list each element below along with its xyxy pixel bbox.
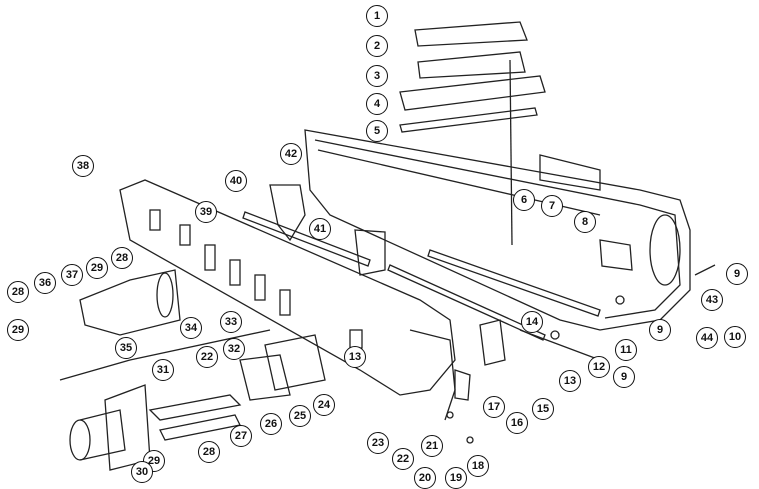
callout-22[interactable]: 22 bbox=[196, 346, 218, 368]
callout-34[interactable]: 34 bbox=[180, 317, 202, 339]
side-bracket bbox=[79, 269, 181, 336]
callout-26[interactable]: 26 bbox=[260, 413, 282, 435]
callout-9[interactable]: 9 bbox=[726, 263, 748, 285]
callout-20[interactable]: 20 bbox=[414, 467, 436, 489]
callout-15[interactable]: 15 bbox=[532, 398, 554, 420]
callout-5[interactable]: 5 bbox=[366, 120, 388, 142]
pad-parts bbox=[399, 21, 546, 246]
callout-24[interactable]: 24 bbox=[313, 394, 335, 416]
callout-3[interactable]: 3 bbox=[366, 65, 388, 87]
callout-39[interactable]: 39 bbox=[195, 201, 217, 223]
brackets bbox=[242, 184, 601, 341]
callout-17[interactable]: 17 bbox=[483, 396, 505, 418]
callout-25[interactable]: 25 bbox=[289, 405, 311, 427]
callout-28[interactable]: 28 bbox=[198, 441, 220, 463]
callout-42[interactable]: 42 bbox=[280, 143, 302, 165]
callout-16[interactable]: 16 bbox=[506, 412, 528, 434]
callout-43[interactable]: 43 bbox=[701, 289, 723, 311]
callout-27[interactable]: 27 bbox=[230, 425, 252, 447]
callout-18[interactable]: 18 bbox=[467, 455, 489, 477]
callout-1[interactable]: 1 bbox=[366, 5, 388, 27]
hardware bbox=[409, 239, 633, 444]
callout-7[interactable]: 7 bbox=[541, 195, 563, 217]
callout-10[interactable]: 10 bbox=[724, 326, 746, 348]
callout-13[interactable]: 13 bbox=[344, 346, 366, 368]
callout-12[interactable]: 12 bbox=[588, 356, 610, 378]
callout-41[interactable]: 41 bbox=[309, 218, 331, 240]
callout-23[interactable]: 23 bbox=[367, 432, 389, 454]
callout-36[interactable]: 36 bbox=[34, 272, 56, 294]
callout-28[interactable]: 28 bbox=[111, 247, 133, 269]
callout-31[interactable]: 31 bbox=[152, 359, 174, 381]
callout-44[interactable]: 44 bbox=[696, 327, 718, 349]
callout-29[interactable]: 29 bbox=[7, 319, 29, 341]
callout-6[interactable]: 6 bbox=[513, 189, 535, 211]
callout-4[interactable]: 4 bbox=[366, 93, 388, 115]
callout-33[interactable]: 33 bbox=[220, 311, 242, 333]
callout-2[interactable]: 2 bbox=[366, 35, 388, 57]
callout-13[interactable]: 13 bbox=[559, 370, 581, 392]
callout-30[interactable]: 30 bbox=[131, 461, 153, 483]
callout-32[interactable]: 32 bbox=[223, 338, 245, 360]
callout-22[interactable]: 22 bbox=[392, 448, 414, 470]
callout-19[interactable]: 19 bbox=[445, 467, 467, 489]
callout-29[interactable]: 29 bbox=[86, 257, 108, 279]
callout-14[interactable]: 14 bbox=[521, 311, 543, 333]
callout-11[interactable]: 11 bbox=[615, 339, 637, 361]
callout-38[interactable]: 38 bbox=[72, 155, 94, 177]
callout-8[interactable]: 8 bbox=[574, 211, 596, 233]
callout-21[interactable]: 21 bbox=[421, 435, 443, 457]
callout-37[interactable]: 37 bbox=[61, 264, 83, 286]
callout-28[interactable]: 28 bbox=[7, 281, 29, 303]
callout-40[interactable]: 40 bbox=[225, 170, 247, 192]
energy-absorber bbox=[59, 329, 326, 471]
bumper-reinforcement bbox=[119, 179, 456, 396]
callout-35[interactable]: 35 bbox=[115, 337, 137, 359]
bumper-bar bbox=[304, 129, 716, 331]
callout-9[interactable]: 9 bbox=[613, 366, 635, 388]
callout-9[interactable]: 9 bbox=[649, 319, 671, 341]
